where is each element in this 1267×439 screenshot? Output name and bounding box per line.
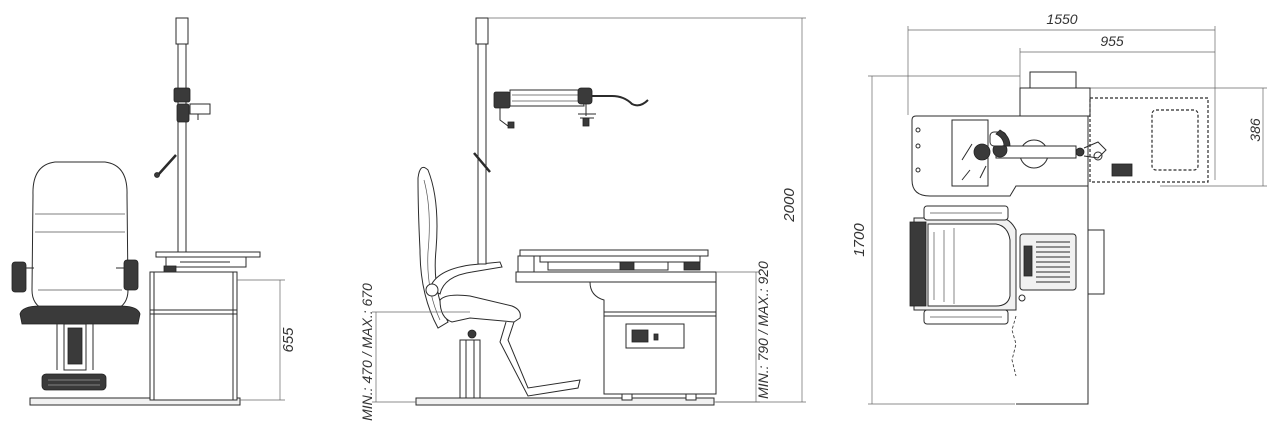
- side-chair-back: [417, 166, 449, 329]
- top-depth-dimension: [868, 75, 1020, 405]
- front-height-dimension: [237, 279, 285, 401]
- front-chair-seat: [19, 305, 141, 325]
- top-footrest-ridges: [1036, 241, 1070, 283]
- side-chair-seat: [439, 294, 521, 323]
- side-footrest-frame: [499, 321, 581, 397]
- top-chair-seat: [927, 223, 1011, 307]
- dim-side-table-height: MIN.: 790 / MAX.: 920: [755, 261, 771, 399]
- front-lamp-handle: [157, 154, 177, 176]
- dim-top-total-width: 1550: [1046, 11, 1077, 27]
- front-chair-back: [31, 161, 129, 311]
- front-chair-seams: [35, 213, 125, 291]
- dim-top-table-width: 955: [1100, 33, 1124, 49]
- side-column-top: [475, 17, 489, 45]
- side-base-plate: [415, 397, 715, 406]
- side-table-dimension: [716, 271, 760, 403]
- side-desk-top: [515, 271, 717, 283]
- front-armrest-left: [11, 261, 27, 293]
- front-view: 655: [11, 17, 297, 406]
- front-cabinet: [149, 271, 238, 401]
- dim-side-chair-height: MIN.: 470 / MAX.: 670: [359, 283, 375, 421]
- dim-top-partial: 386: [1247, 118, 1263, 142]
- front-pedestal-core: [67, 327, 83, 365]
- side-total-dimension: [488, 17, 806, 403]
- front-base-plate: [29, 397, 241, 406]
- top-table-outline: [1089, 97, 1209, 183]
- side-chair-pedestal: [459, 339, 481, 399]
- front-arm-head: [173, 87, 191, 103]
- top-chair-back: [909, 221, 927, 307]
- side-table-top: [519, 249, 709, 257]
- side-column: [477, 43, 487, 265]
- top-refractor-arm: [995, 145, 1077, 159]
- top-view: 1550 955 386 1700: [851, 11, 1267, 405]
- side-view: MIN.: 470 / MAX.: 670 MIN.: 790 / MAX.: …: [359, 17, 806, 421]
- top-partial-dimension: [1090, 87, 1267, 187]
- dim-front-table-height: 655: [280, 327, 297, 353]
- side-refractor-lever: [592, 95, 649, 107]
- side-refractor-arm: [509, 89, 585, 107]
- top-base-plate: [1016, 185, 1089, 405]
- side-armrest: [429, 261, 503, 295]
- front-column-top: [175, 17, 189, 45]
- front-armrest-right: [123, 259, 139, 291]
- front-footrest: [41, 373, 107, 391]
- dim-side-total-height: 2000: [781, 188, 798, 223]
- side-chair-dimension: [372, 311, 470, 403]
- top-width-dimensions: [907, 26, 1216, 180]
- dim-top-depth: 1700: [851, 223, 868, 257]
- front-table-top: [155, 251, 261, 258]
- side-lamp-handle: [473, 152, 491, 173]
- front-column: [177, 43, 187, 255]
